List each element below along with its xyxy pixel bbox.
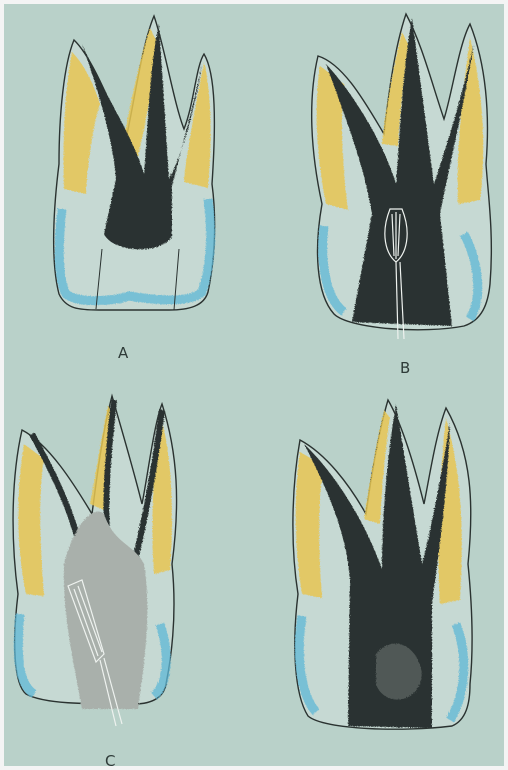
panel-label-b: B bbox=[400, 359, 410, 377]
tooth-panel-b bbox=[312, 14, 492, 339]
panel-label-a: A bbox=[118, 344, 128, 362]
tooth-figure bbox=[4, 4, 504, 766]
tooth-panel-a bbox=[54, 16, 215, 310]
figure-page: A B C bbox=[4, 4, 504, 766]
panel-label-c: C bbox=[105, 752, 115, 766]
tooth-panel-d bbox=[293, 400, 472, 729]
tooth-panel-c bbox=[13, 396, 177, 726]
